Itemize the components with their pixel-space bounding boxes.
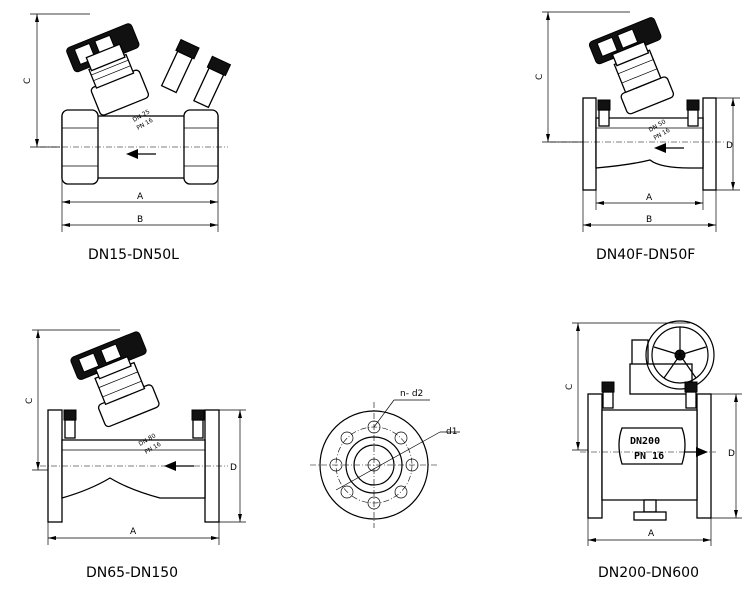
dim-d-label: D xyxy=(726,141,733,151)
dim-b-label: B xyxy=(646,215,652,225)
caption-flanged-medium: DN65-DN150 xyxy=(86,565,178,581)
caption-threaded: DN15-DN50L xyxy=(88,247,179,263)
dim-a-label: A xyxy=(137,192,144,202)
dim-a-label: A xyxy=(648,529,655,539)
dim-c-label: C xyxy=(23,78,33,84)
dim-a-label: A xyxy=(130,527,137,537)
bolt-circle-label: d1 xyxy=(446,427,457,437)
badge-pn: PN 16 xyxy=(634,451,664,462)
view-flange-face: n- d2 d1 xyxy=(310,389,460,528)
dim-a-label: A xyxy=(646,193,653,203)
view-large: C DN200 PN 16 D xyxy=(565,320,742,581)
dim-c-label: C xyxy=(565,384,575,390)
caption-flanged-small: DN40F-DN50F xyxy=(596,247,695,263)
caption-large: DN200-DN600 xyxy=(598,565,699,581)
view-flanged-small: C DN 50 PN 16 D xyxy=(535,11,740,263)
dim-c-label: C xyxy=(25,398,35,404)
view-threaded: C DN 25 PN xyxy=(23,13,232,263)
view-flanged-medium: C DN 80 PN 16 D xyxy=(25,329,246,581)
dim-d-label: D xyxy=(728,449,735,459)
dim-b-label: B xyxy=(137,215,143,225)
holes-label: n- d2 xyxy=(400,389,423,399)
badge-dn: DN200 xyxy=(630,436,660,447)
dim-c-label: C xyxy=(535,74,545,80)
dim-d-label: D xyxy=(230,463,237,473)
